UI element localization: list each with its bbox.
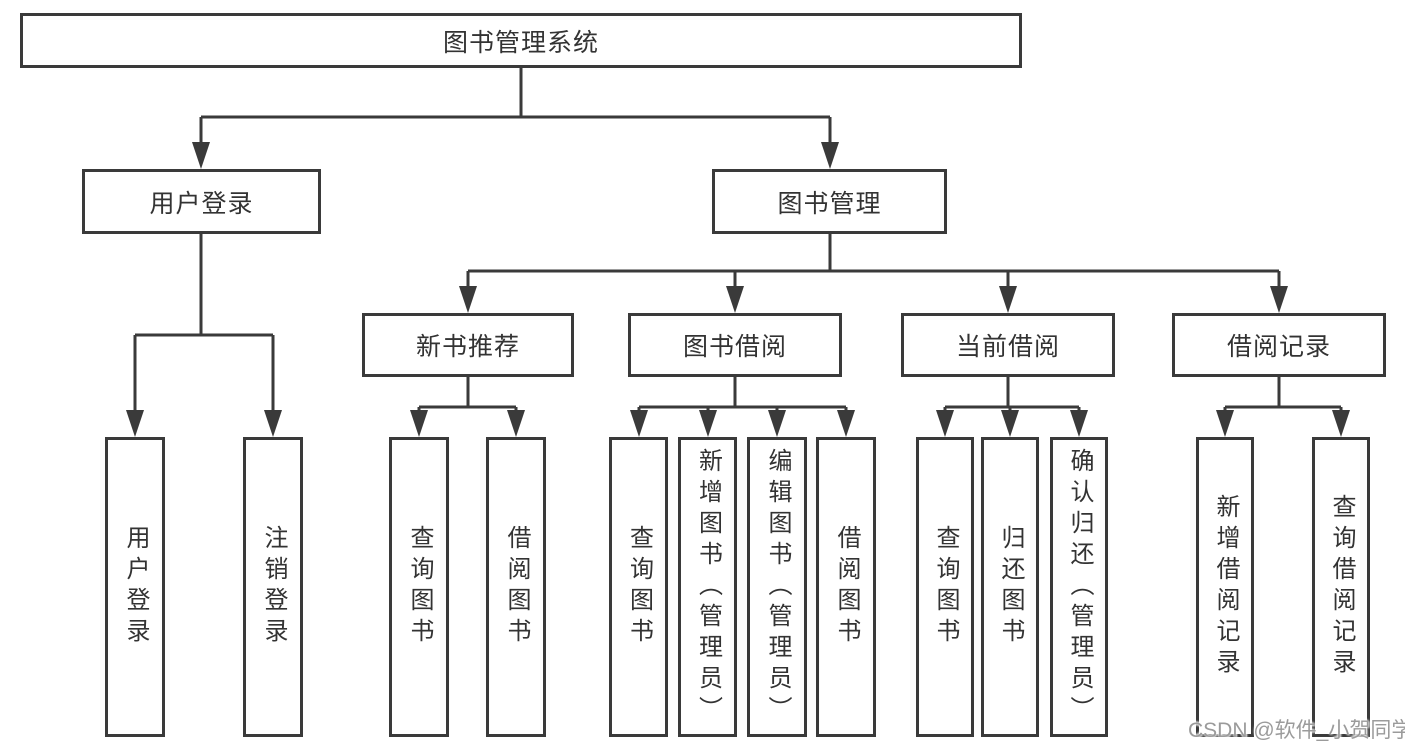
node-cb-return: 归还图书	[981, 437, 1039, 737]
node-label: 确认归还（管理员）	[1066, 447, 1093, 727]
node-ul-login: 用户登录	[105, 437, 165, 737]
node-new-book-rec: 新书推荐	[362, 313, 574, 377]
node-label: 新书推荐	[415, 333, 520, 361]
node-nb-borrow: 借阅图书	[486, 437, 546, 737]
node-label: 图书借阅	[682, 333, 787, 361]
node-br-add: 新增借阅记录	[1196, 437, 1254, 737]
node-bb-borrow: 借阅图书	[816, 437, 876, 737]
node-label: 当前借阅	[955, 333, 1060, 361]
node-cb-confirm: 确认归还（管理员）	[1050, 437, 1108, 737]
node-book-borrow: 图书借阅	[628, 313, 842, 377]
node-label: 新增借阅记录	[1212, 494, 1239, 680]
node-current-borrow: 当前借阅	[901, 313, 1115, 377]
node-ul-logout: 注销登录	[243, 437, 303, 737]
node-label: 查询图书	[625, 525, 653, 649]
node-label: 编辑图书（管理员）	[764, 447, 791, 727]
node-root: 图书管理系统	[20, 13, 1022, 68]
node-book-mgmt: 图书管理	[712, 169, 947, 234]
node-label: 归还图书	[997, 525, 1024, 649]
node-bb-edit: 编辑图书（管理员）	[747, 437, 807, 737]
node-label: 新增图书（管理员）	[694, 447, 722, 727]
node-br-query: 查询借阅记录	[1312, 437, 1370, 737]
node-user-login: 用户登录	[82, 169, 321, 234]
node-bb-query: 查询图书	[609, 437, 668, 737]
connector-lines	[133, 68, 1343, 412]
node-label: 图书管理	[777, 189, 882, 218]
node-label: 用户登录	[122, 525, 149, 649]
watermark-text: CSDN @软件_小贺同学	[1188, 719, 1405, 742]
node-bb-add: 新增图书（管理员）	[678, 437, 737, 737]
node-cb-query: 查询图书	[916, 437, 974, 737]
node-label: 查询图书	[406, 525, 433, 649]
node-label: 图书管理系统	[442, 28, 599, 57]
node-label: 查询图书	[932, 525, 959, 649]
node-borrow-records: 借阅记录	[1172, 313, 1386, 377]
node-label: 查询借阅记录	[1328, 494, 1355, 680]
node-label: 借阅图书	[503, 525, 530, 649]
node-nb-query: 查询图书	[389, 437, 449, 737]
arrowheads	[126, 142, 1350, 437]
node-label: 借阅记录	[1226, 333, 1331, 361]
node-label: 用户登录	[149, 189, 254, 218]
node-label: 注销登录	[260, 525, 287, 649]
node-label: 借阅图书	[833, 525, 860, 649]
